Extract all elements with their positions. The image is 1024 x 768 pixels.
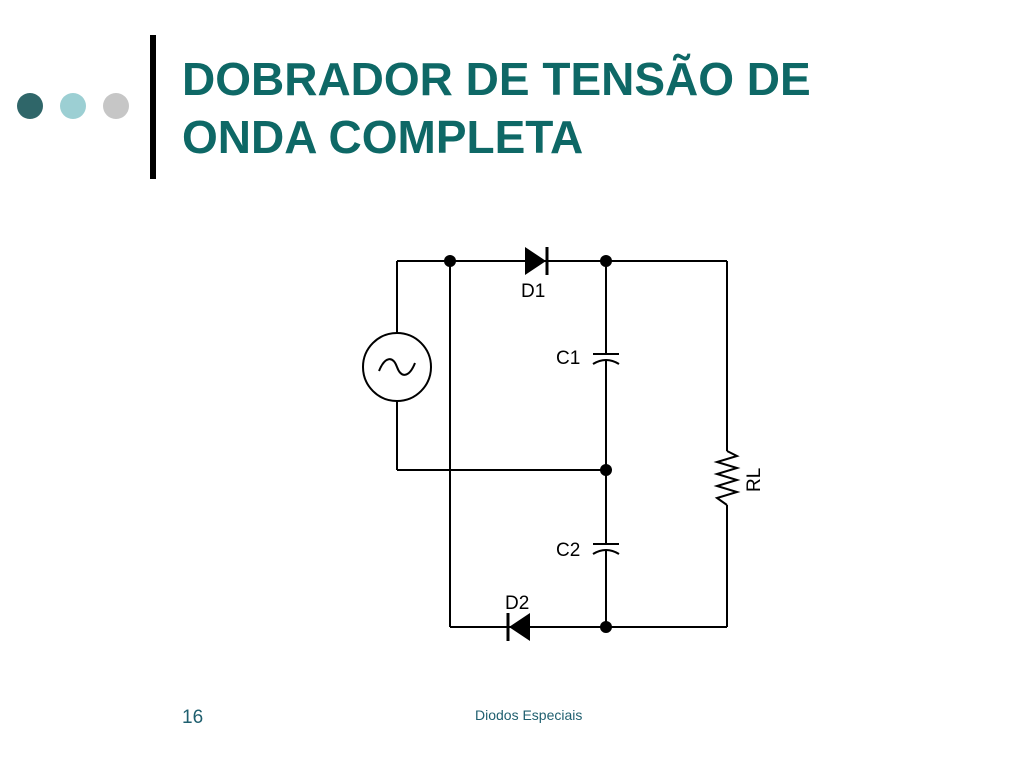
junction-dot — [444, 255, 456, 267]
junction-dot — [600, 464, 612, 476]
slide-number: 16 — [182, 707, 204, 728]
page-title-line-1: DOBRADOR DE TENSÃO DE — [182, 53, 811, 105]
label-d2: D2 — [505, 593, 529, 614]
decor-dot-light — [103, 93, 129, 119]
junction-dots — [444, 255, 612, 633]
resistor-rl-icon — [713, 450, 741, 506]
title-separator-bar — [150, 35, 156, 179]
junction-dot — [600, 621, 612, 633]
capacitor-c2-icon — [592, 543, 620, 555]
diode-d2-icon — [506, 613, 530, 641]
label-rl: RL — [744, 468, 765, 492]
junction-dot — [600, 255, 612, 267]
decor-dot-mid — [60, 93, 86, 119]
footer-text: Diodos Especiais — [475, 707, 583, 723]
page-title-line-2: ONDA COMPLETA — [182, 111, 584, 163]
page-title: DOBRADOR DE TENSÃO DE ONDA COMPLETA — [182, 50, 811, 166]
ac-source-icon — [362, 332, 432, 402]
diode-d1-icon — [525, 247, 549, 275]
capacitor-c1-icon — [592, 353, 620, 365]
decor-dot-dark — [17, 93, 43, 119]
label-d1: D1 — [521, 281, 545, 302]
circuit-wires — [396, 260, 728, 628]
label-c1: C1 — [556, 348, 580, 369]
label-c2: C2 — [556, 540, 580, 561]
